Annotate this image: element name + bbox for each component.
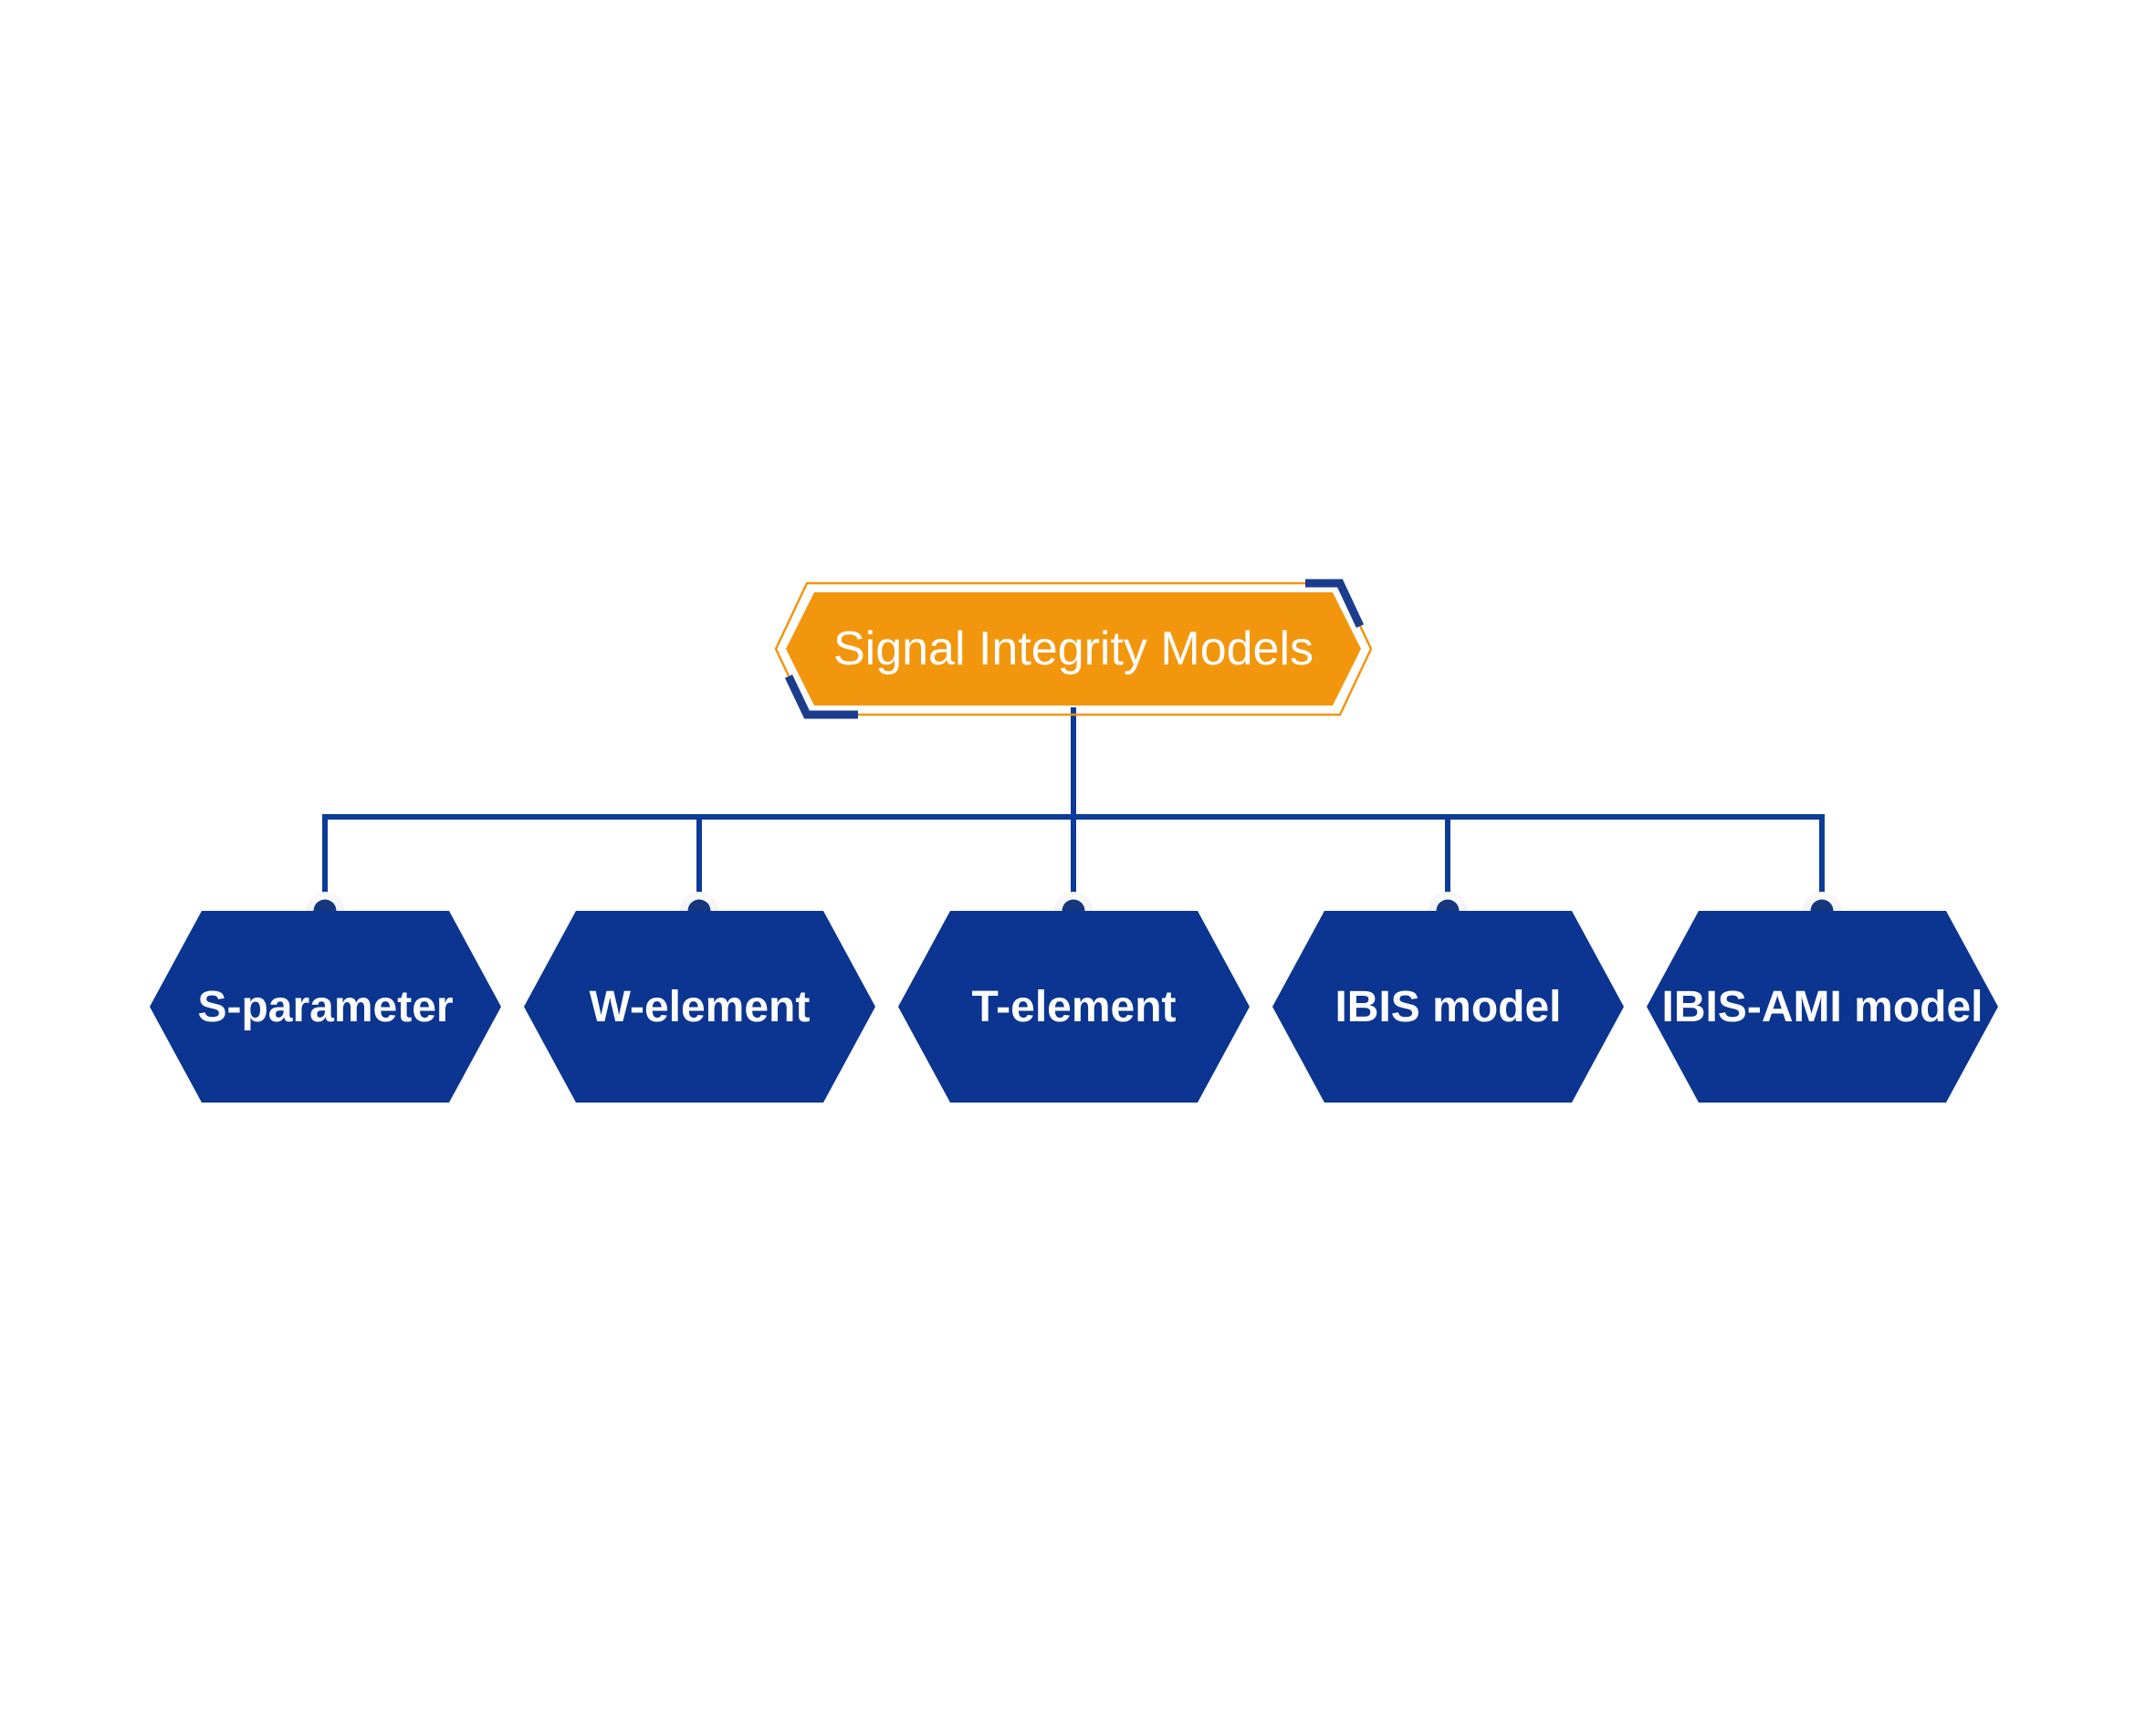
child-node-w-element: W-element xyxy=(524,911,875,1103)
root-node: Signal Integrity Models xyxy=(776,592,1371,706)
child-node-t-element: T-element xyxy=(898,911,1250,1103)
root-corner-accent-bottom-left xyxy=(784,674,858,719)
child-node-ibis-ami-model: IBIS-AMI model xyxy=(1647,911,1998,1103)
child-node-label: W-element xyxy=(589,982,811,1031)
root-corner-accent-top-right xyxy=(1305,579,1365,628)
child-node-label: T-element xyxy=(971,982,1177,1031)
root-node-shape xyxy=(786,592,1361,706)
child-node-label: S-parameter xyxy=(197,982,454,1031)
root-node-label: Signal Integrity Models xyxy=(832,622,1314,675)
child-node-label: IBIS model xyxy=(1334,982,1562,1031)
child-node-s-parameter: S-parameter xyxy=(150,911,501,1103)
child-node-ibis-model: IBIS model xyxy=(1272,911,1624,1103)
child-node-label: IBIS-AMI model xyxy=(1661,982,1983,1031)
